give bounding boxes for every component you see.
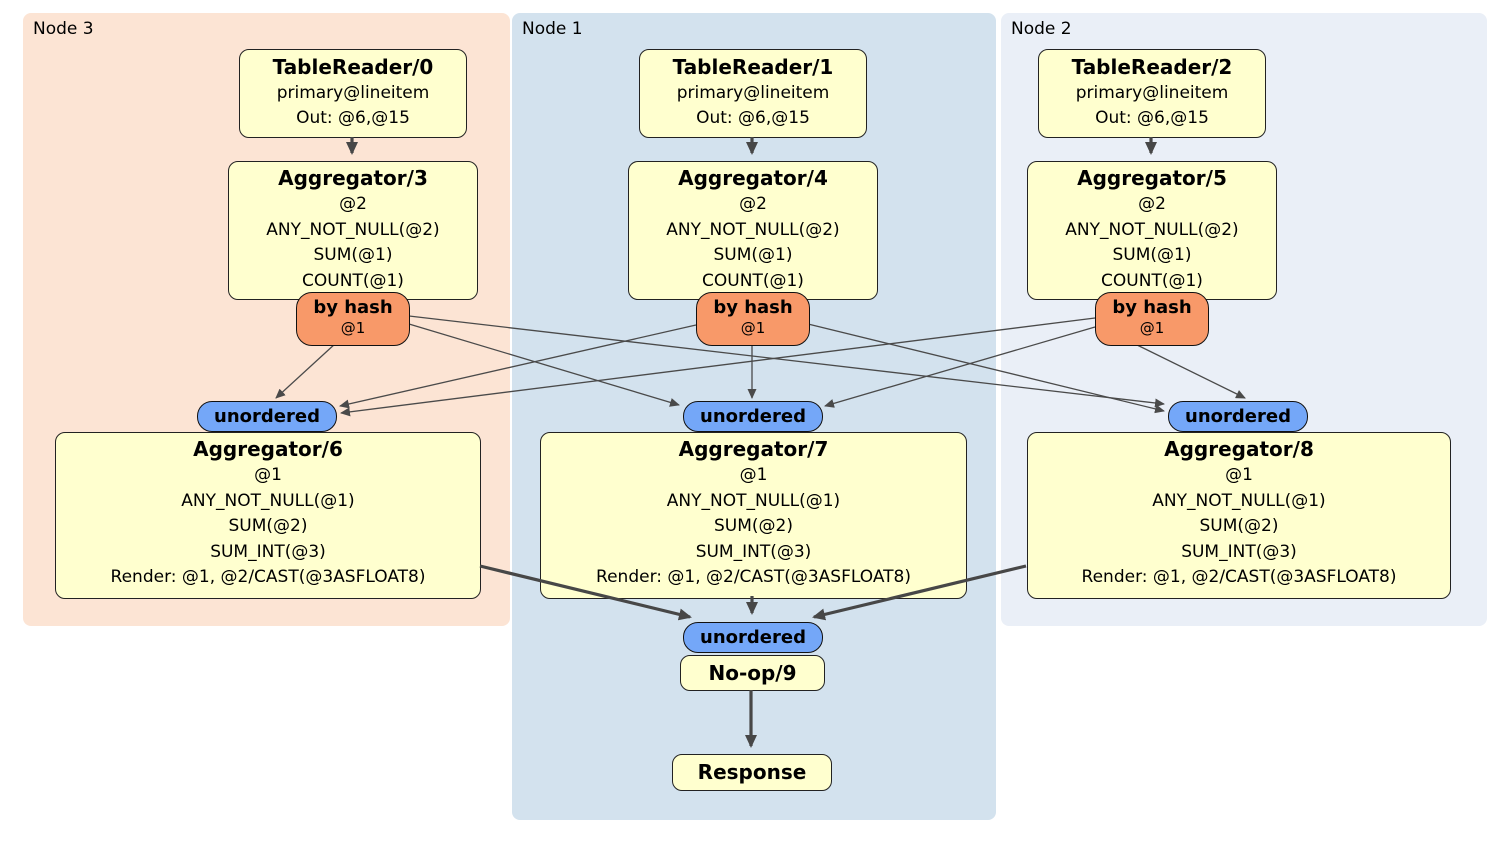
aggregator-4-line: ANY_NOT_NULL(@2) (666, 219, 840, 240)
aggregator-7-line: SUM_INT(@3) (695, 541, 812, 562)
table-reader-2-out: Out: @6,@15 (1095, 108, 1209, 128)
by-hash-router-2: by hash @1 (1095, 292, 1209, 346)
aggregator-3-line: COUNT(@1) (302, 270, 404, 291)
aggregator-8-line: SUM_INT(@3) (1181, 541, 1297, 562)
aggregator-3-line: ANY_NOT_NULL(@2) (266, 219, 440, 240)
unordered-sync-final: unordered (683, 622, 823, 653)
aggregator-5-box: Aggregator/5 @2 ANY_NOT_NULL(@2) SUM(@1)… (1027, 161, 1277, 300)
unordered-sync-1-label: unordered (700, 406, 806, 427)
aggregator-7-title: Aggregator/7 (678, 437, 829, 461)
aggregator-5-line: ANY_NOT_NULL(@2) (1065, 219, 1239, 240)
table-reader-1-index: primary@lineitem (676, 83, 830, 103)
aggregator-7-render-line: Render: @1, @2/CAST(@3ASFLOAT8) (596, 567, 911, 587)
table-reader-2-index: primary@lineitem (1075, 83, 1229, 103)
response-box: Response (672, 754, 832, 791)
aggregator-5-line: SUM(@1) (1112, 245, 1192, 265)
response-title: Response (697, 760, 807, 784)
aggregator-6-box: Aggregator/6 @1 ANY_NOT_NULL(@1) SUM(@2)… (55, 432, 481, 599)
by-hash-router-0-label: by hash (313, 297, 393, 318)
table-reader-1-title: TableReader/1 (672, 55, 834, 79)
aggregator-5-title: Aggregator/5 (1077, 166, 1227, 190)
aggregator-7-box: Aggregator/7 @1 ANY_NOT_NULL(@1) SUM(@2)… (540, 432, 967, 599)
no-op-9-title: No-op/9 (708, 660, 797, 685)
by-hash-router-1-detail: @1 (740, 319, 766, 337)
unordered-sync-0: unordered (197, 401, 337, 432)
unordered-sync-0-label: unordered (214, 406, 320, 427)
aggregator-6-title: Aggregator/6 (193, 437, 343, 461)
aggregator-4-title: Aggregator/4 (678, 166, 828, 190)
aggregator-7-line: ANY_NOT_NULL(@1) (666, 490, 841, 511)
aggregator-5-line: COUNT(@1) (1101, 270, 1203, 291)
unordered-sync-1: unordered (683, 401, 823, 432)
table-reader-0-title: TableReader/0 (272, 55, 434, 79)
aggregator-6-line: SUM_INT(@3) (210, 541, 326, 562)
aggregator-3-box: Aggregator/3 @2 ANY_NOT_NULL(@2) SUM(@1)… (228, 161, 478, 300)
unordered-sync-final-label: unordered (700, 627, 806, 648)
aggregator-7-line: SUM(@2) (714, 516, 793, 536)
node-1-label: Node 1 (522, 19, 583, 39)
table-reader-1-box: TableReader/1 primary@lineitem Out: @6,@… (639, 49, 867, 138)
table-reader-1-out: Out: @6,@15 (696, 108, 810, 128)
node-2-label: Node 2 (1011, 19, 1072, 39)
unordered-sync-2-label: unordered (1185, 406, 1291, 427)
unordered-sync-2: unordered (1168, 401, 1308, 432)
table-reader-0-index: primary@lineitem (276, 83, 430, 103)
by-hash-router-0-detail: @1 (340, 319, 366, 337)
aggregator-8-render-line: Render: @1, @2/CAST(@3ASFLOAT8) (1081, 567, 1397, 587)
table-reader-2-box: TableReader/2 primary@lineitem Out: @6,@… (1038, 49, 1266, 138)
aggregator-6-line: SUM(@2) (228, 516, 308, 536)
aggregator-4-line: COUNT(@1) (702, 270, 804, 291)
by-hash-router-2-label: by hash (1112, 297, 1192, 318)
table-reader-2-title: TableReader/2 (1071, 55, 1233, 79)
table-reader-0-box: TableReader/0 primary@lineitem Out: @6,@… (239, 49, 467, 138)
aggregator-8-title: Aggregator/8 (1164, 437, 1314, 461)
aggregator-3-line: @2 (339, 194, 367, 214)
aggregator-4-line: SUM(@1) (713, 245, 793, 265)
no-op-9-box: No-op/9 (680, 655, 825, 691)
aggregator-8-line: @1 (1225, 465, 1253, 485)
node-3-label: Node 3 (33, 19, 94, 39)
aggregator-8-line: ANY_NOT_NULL(@1) (1152, 490, 1326, 511)
aggregator-8-line: SUM(@2) (1199, 516, 1279, 536)
aggregator-3-title: Aggregator/3 (278, 166, 428, 190)
aggregator-4-box: Aggregator/4 @2 ANY_NOT_NULL(@2) SUM(@1)… (628, 161, 878, 300)
aggregator-8-box: Aggregator/8 @1 ANY_NOT_NULL(@1) SUM(@2)… (1027, 432, 1451, 599)
table-reader-0-out: Out: @6,@15 (296, 108, 410, 128)
by-hash-router-1-label: by hash (713, 297, 793, 318)
aggregator-6-render-line: Render: @1, @2/CAST(@3ASFLOAT8) (110, 567, 426, 587)
aggregator-6-line: @1 (254, 465, 282, 485)
aggregator-5-line: @2 (1138, 194, 1166, 214)
aggregator-3-line: SUM(@1) (313, 245, 393, 265)
by-hash-router-2-detail: @1 (1139, 319, 1165, 337)
aggregator-7-line: @1 (739, 465, 768, 485)
aggregator-4-line: @2 (739, 194, 767, 214)
by-hash-router-1: by hash @1 (696, 292, 810, 346)
aggregator-6-line: ANY_NOT_NULL(@1) (181, 490, 355, 511)
by-hash-router-0: by hash @1 (296, 292, 410, 346)
